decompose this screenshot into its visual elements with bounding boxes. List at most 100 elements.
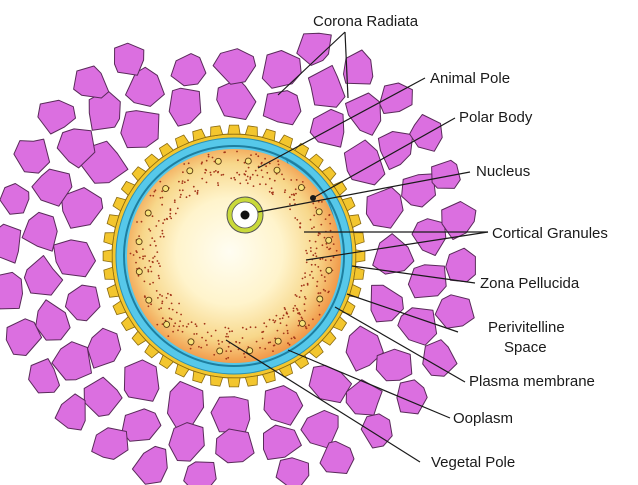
stipple-dot [179,189,181,191]
stipple-dot [217,172,219,174]
corona-cell [366,187,403,228]
stipple-dot [324,290,326,292]
stipple-dot [147,269,149,271]
corona-cell [0,224,21,263]
cortical-granule [274,167,280,173]
corona-cell [264,386,303,426]
label-corona-radiata: Corona Radiata [313,13,419,30]
stipple-dot [330,259,332,261]
stipple-dot [182,331,184,333]
stipple-dot [231,330,233,332]
stipple-dot [277,160,279,162]
stipple-dot [177,208,179,210]
stipple-dot [196,333,198,335]
stipple-dot [218,340,220,342]
cortical-granule [317,296,323,302]
stipple-dot [271,187,273,189]
stipple-dot [284,308,286,310]
corona-cell [309,365,352,402]
stipple-dot [279,318,281,320]
stipple-dot [160,197,162,199]
stipple-dot [152,215,154,217]
zona-notch [103,250,112,262]
stipple-dot [266,172,268,174]
stipple-dot [255,153,257,155]
cortical-granule [136,239,142,245]
stipple-dot [141,221,143,223]
cortical-granule [187,168,193,174]
stipple-dot [142,256,144,258]
stipple-dot [142,248,144,250]
stipple-dot [208,156,210,158]
stipple-dot [215,330,217,332]
stipple-dot [170,208,172,210]
stipple-dot [167,293,169,295]
stipple-dot [152,261,154,263]
stipple-dot [248,167,250,169]
stipple-dot [250,154,252,156]
stipple-dot [304,276,306,278]
stipple-dot [309,274,311,276]
stipple-dot [212,157,214,159]
stipple-dot [249,178,251,180]
stipple-dot [151,237,153,239]
stipple-dot [311,264,313,266]
stipple-dot [242,327,244,329]
stipple-dot [247,182,249,184]
corona-cell [446,248,476,282]
stipple-dot [250,176,252,178]
stipple-dot [223,152,225,154]
stipple-dot [224,327,226,329]
stipple-dot [321,274,323,276]
stipple-dot [284,191,286,193]
stipple-dot [245,170,247,172]
stipple-dot [149,230,151,232]
stipple-dot [200,347,202,349]
stipple-dot [130,253,132,255]
stipple-dot [269,319,271,321]
stipple-dot [138,275,140,277]
stipple-dot [201,163,203,165]
cortical-granule [163,186,169,192]
stipple-dot [314,264,316,266]
stipple-dot [186,196,188,198]
stipple-dot [217,184,219,186]
stipple-dot [291,338,293,340]
stipple-dot [233,177,235,179]
stipple-dot [152,257,154,259]
stipple-dot [265,165,267,167]
stipple-dot [257,155,259,157]
stipple-dot [287,330,289,332]
stipple-dot [204,172,206,174]
stipple-dot [162,222,164,224]
stipple-dot [237,159,239,161]
corona-cell [264,425,302,459]
stipple-dot [166,218,168,220]
stipple-dot [170,294,172,296]
stipple-dot [261,169,263,171]
corona-cell [217,79,256,119]
stipple-dot [186,326,188,328]
corona-cell [38,100,76,134]
stipple-dot [198,346,200,348]
corona-cell [0,272,22,309]
stipple-dot [302,278,304,280]
stipple-dot [250,326,252,328]
stipple-dot [298,313,300,315]
cortical-granule [146,297,152,303]
stipple-dot [310,219,312,221]
stipple-dot [289,208,291,210]
stipple-dot [238,174,240,176]
stipple-dot [158,277,160,279]
corona-cell [14,139,50,173]
stipple-dot [150,266,152,268]
stipple-dot [245,179,247,181]
stipple-dot [325,259,327,261]
stipple-dot [144,267,146,269]
stipple-dot [312,277,314,279]
stipple-dot [239,183,241,185]
zona-notch [104,267,115,279]
stipple-dot [318,305,320,307]
stipple-dot [288,316,290,318]
corona-cell [216,429,254,463]
